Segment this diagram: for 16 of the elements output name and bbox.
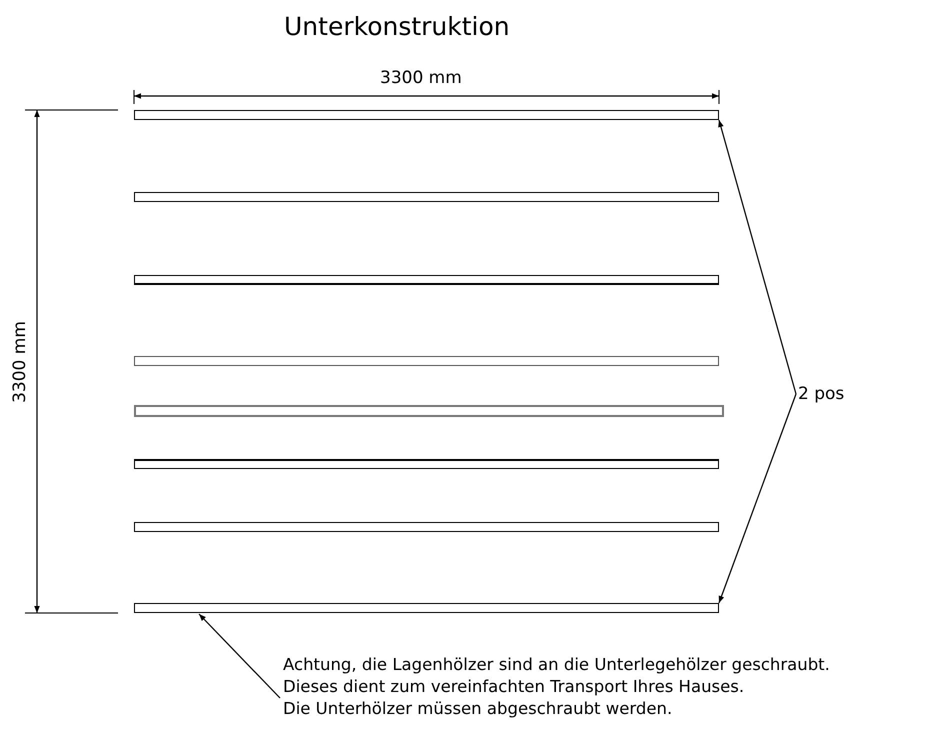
- timber-beam: [134, 110, 719, 120]
- dimension-label: 3300 mm: [10, 320, 30, 405]
- leader-line: [198, 614, 280, 698]
- note-text: Achtung, die Lagenhölzer sind an die Unterlegehölzer geschraubt. Dieses dient zum vereinfachten Transport Ihres Hauses. Die Unterhölzer müssen abgeschraubt werden.: [283, 654, 830, 720]
- callout-label: 2 pos: [798, 383, 844, 405]
- timber-beam: [134, 356, 719, 366]
- timber-beam: [134, 459, 719, 469]
- timber-beam: [134, 603, 719, 613]
- timber-beam: [134, 522, 719, 532]
- timber-beam: [134, 405, 724, 417]
- leader-line: [718, 120, 797, 394]
- leader-line: [718, 394, 797, 604]
- drawing-title: Unterkonstruktion: [284, 12, 510, 41]
- timber-beam: [134, 192, 719, 202]
- dimension-label: 3300 mm: [380, 68, 462, 88]
- timber-beam: [134, 275, 719, 285]
